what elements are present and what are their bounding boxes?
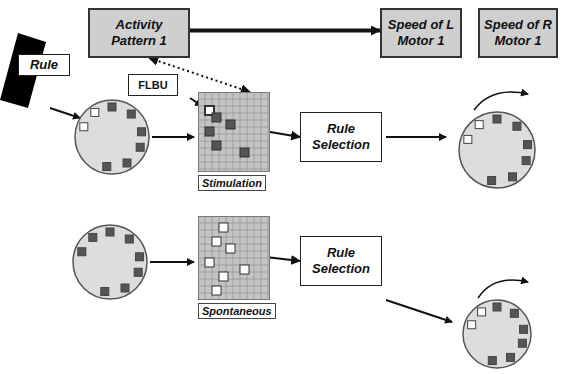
sensor-square xyxy=(78,248,86,256)
sensor-square xyxy=(103,163,111,171)
box-label: Speed of R Motor 1 xyxy=(484,17,552,48)
sensor-square xyxy=(513,122,521,130)
sensor-square xyxy=(464,135,472,143)
box-label: Rule xyxy=(30,57,58,73)
sensor-square xyxy=(123,159,131,167)
connector xyxy=(270,132,300,137)
process-box: Speed of R Motor 1 xyxy=(478,8,558,58)
sensor-square xyxy=(522,157,530,165)
box-label: FLBU xyxy=(138,79,167,91)
sensor-square xyxy=(468,321,476,329)
robot-bottom-right xyxy=(463,300,531,368)
robot-top-right xyxy=(459,112,535,188)
sensor-square xyxy=(80,123,88,131)
grid-label: Spontaneous xyxy=(198,303,276,319)
sensor-square xyxy=(520,325,528,333)
sensor-square xyxy=(136,253,144,261)
grid-cells xyxy=(198,92,270,172)
grid-label: Stimulation xyxy=(198,175,266,191)
sensor-square xyxy=(101,288,109,296)
flow-arrow xyxy=(152,136,194,138)
neuron-grid: Stimulation xyxy=(198,92,270,192)
sensor-square xyxy=(518,339,526,347)
sensor-square xyxy=(509,173,517,181)
flow-arrow xyxy=(386,136,446,138)
robot-bottom-left xyxy=(73,225,147,299)
sensor-square xyxy=(108,103,116,111)
turn-arrow xyxy=(474,92,528,110)
grid-cells xyxy=(198,216,270,300)
sensor-square xyxy=(493,303,501,311)
neuron-grid: Spontaneous xyxy=(198,216,270,320)
sensor-squares xyxy=(78,103,532,365)
sensor-square xyxy=(510,309,518,317)
sensor-square xyxy=(524,141,532,149)
flow-arrow xyxy=(150,261,194,263)
sensor-square xyxy=(91,108,99,116)
sensor-square xyxy=(507,353,515,361)
box-label: Activity Pattern 1 xyxy=(94,17,184,48)
process-box: FLBU xyxy=(128,74,178,96)
box-label: Rule Selection xyxy=(305,121,377,152)
process-box: Rule Selection xyxy=(300,236,382,286)
box-label: Speed of L Motor 1 xyxy=(386,17,456,48)
sensor-square xyxy=(134,268,142,276)
process-box: Speed of L Motor 1 xyxy=(380,8,462,58)
sensor-square xyxy=(121,284,129,292)
box-label: Rule Selection xyxy=(305,245,377,276)
sensor-square xyxy=(89,233,97,241)
sensor-square xyxy=(488,177,496,185)
robot-top-left xyxy=(75,100,149,174)
sensing-arrow xyxy=(50,108,80,118)
sensor-square xyxy=(127,110,135,118)
connector xyxy=(190,29,380,33)
sensor-square xyxy=(493,115,501,123)
process-box: Rule Selection xyxy=(300,112,382,162)
process-box: Rule xyxy=(18,54,70,76)
sensor-square xyxy=(106,228,114,236)
connector xyxy=(270,258,300,261)
process-box: Activity Pattern 1 xyxy=(88,8,190,58)
sensor-square xyxy=(136,143,144,151)
flow-arrow xyxy=(386,300,452,322)
sensor-square xyxy=(488,357,496,365)
sensor-square xyxy=(138,128,146,136)
sensor-square xyxy=(125,235,133,243)
turn-arrow xyxy=(478,280,528,298)
sensor-square xyxy=(475,121,483,129)
sensor-square xyxy=(478,308,486,316)
